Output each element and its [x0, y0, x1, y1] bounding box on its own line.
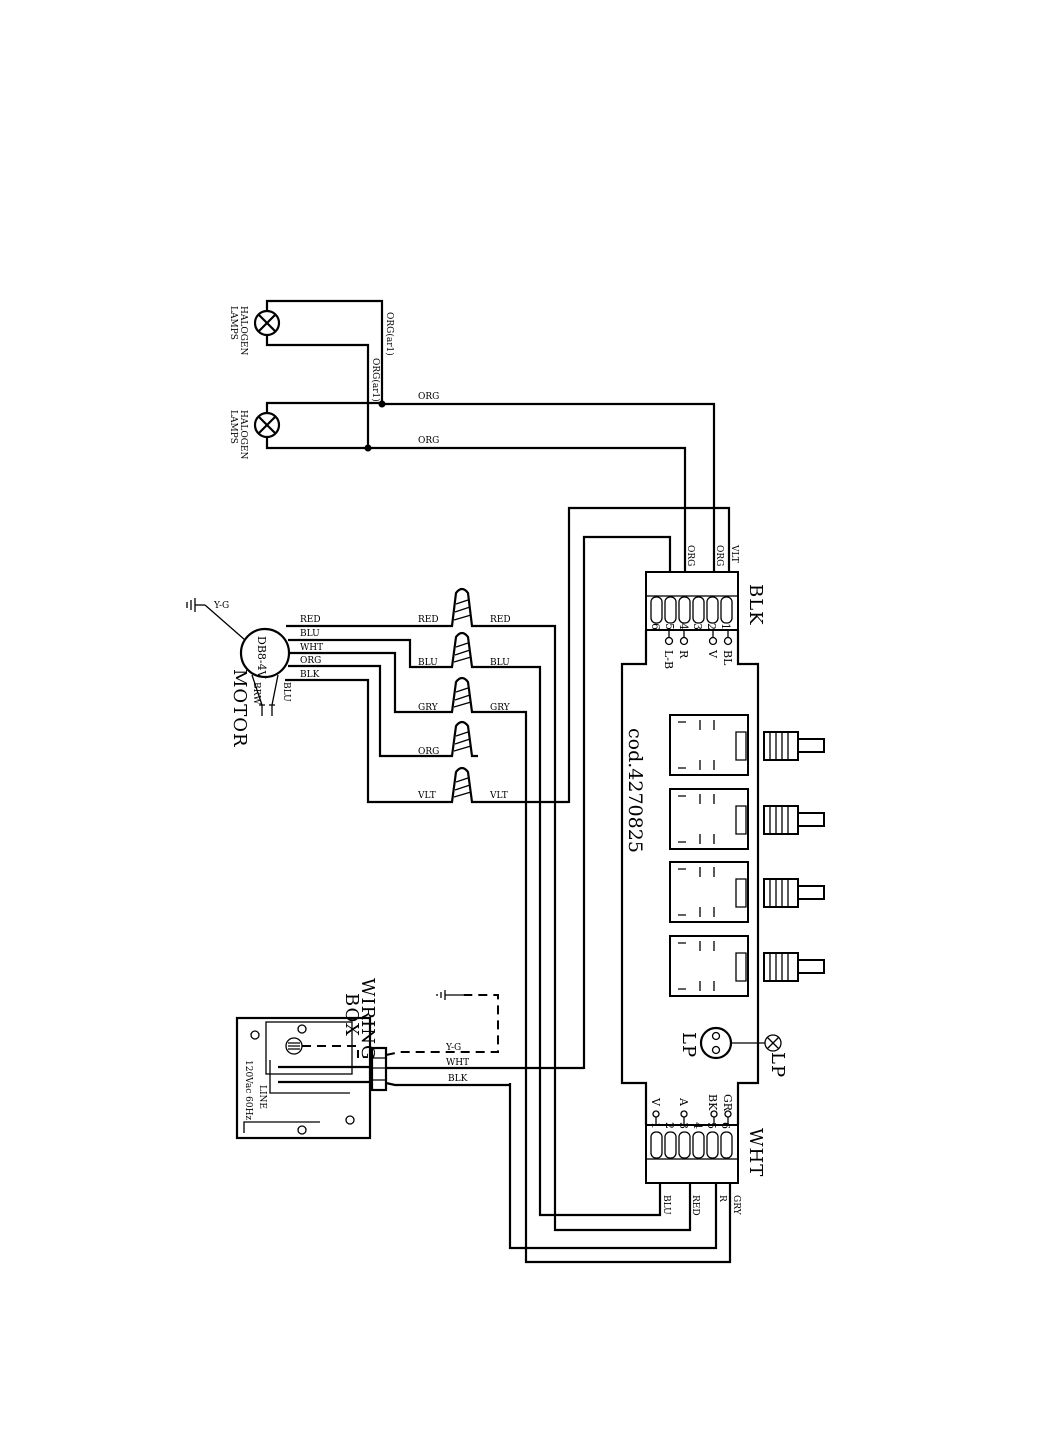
blk-mark-v: V: [706, 649, 719, 659]
connector-blk: [646, 572, 738, 630]
blk-wire-label-vlt: VLT: [729, 544, 739, 563]
lp-label-outer: LP: [767, 1052, 788, 1078]
supply-label-wht: WHT: [446, 1058, 469, 1068]
wire-label-gry-right: GRY: [490, 703, 511, 713]
motor-lead-blk: BLK: [300, 670, 320, 680]
wire-nut-1: [445, 589, 478, 626]
wire-label-blu-left: BLU: [418, 658, 438, 668]
halogen-lamp-label-top: HALOGEN: [238, 306, 248, 355]
halogen-lamp-label-bottom: HALOGEN: [238, 410, 248, 459]
wht-wire-label-blu: BLU: [661, 1195, 671, 1215]
halogen-lamp-label-top-2: LAMPS: [228, 306, 238, 340]
wire-label-capacitor: BRW: [251, 682, 261, 705]
wire-label-gry-left: GRY: [418, 703, 439, 713]
wire-label-org-2: ORG: [418, 436, 439, 446]
wire-label-yg-motor: Y-G: [213, 601, 229, 611]
motor-code: DB8-4V: [255, 636, 268, 680]
motor-lead-org: ORG: [300, 656, 321, 666]
blk-pin-3: 3: [691, 623, 704, 630]
blk-wire-label-org-a: ORG: [685, 545, 695, 566]
wire-nut-3: [445, 678, 478, 712]
blk-mark-bl: BL: [721, 650, 734, 666]
blk-pin-2: 2: [705, 623, 718, 630]
connector-blk-title: BLK: [745, 584, 766, 626]
wire-label-vlt-left: VLT: [417, 791, 436, 801]
wire-label-motor-blu-cap: BLU: [281, 682, 291, 702]
wire-label-vlt-right: VLT: [489, 791, 508, 801]
wht-pin-6: 6: [719, 1122, 732, 1129]
wire-nut-4: [445, 722, 478, 756]
blk-mark-r: R: [677, 650, 690, 659]
wht-wire-label-gry: GRY: [731, 1195, 741, 1216]
switch-2: [670, 789, 824, 849]
wiring-box-rating: 120Vac 60Hz: [243, 1060, 253, 1120]
wht-wire-label-red: RED: [690, 1195, 700, 1216]
wire-nut-2: [445, 633, 478, 667]
blk-pin-4: 4: [677, 623, 690, 630]
wire-label-blu-right: BLU: [490, 658, 510, 668]
wht-pin-5: 5: [705, 1122, 718, 1129]
switch-3: [670, 862, 824, 922]
wiring-box-title-2: BOX: [341, 993, 362, 1037]
wire-label-org-left: ORG: [418, 747, 439, 757]
motor-lead-blu: BLU: [300, 629, 320, 639]
wht-mark-bk: BK: [706, 1094, 719, 1111]
wiring-box-line: LINE: [257, 1085, 267, 1109]
wire-label-org-ar1-b: ORG(ar1): [370, 358, 381, 402]
halogen-lamp-top: [255, 301, 382, 448]
lp-label-inner: LP: [678, 1032, 699, 1058]
wire-nut-5: [445, 768, 478, 802]
blk-wire-label-org-b: ORG: [714, 545, 724, 566]
wht-mark-a: A: [677, 1097, 690, 1107]
blk-pin-6: 6: [649, 623, 662, 630]
connector-wht-title: WHT: [745, 1128, 766, 1177]
wht-pin-2: 2: [663, 1122, 676, 1129]
supply-label-yg: Y-G: [445, 1043, 461, 1053]
wht-mark-v: V: [649, 1097, 662, 1107]
connector-wht: [646, 1125, 738, 1183]
board-code: cod.4270825: [624, 728, 646, 853]
switch-1: [670, 715, 824, 775]
wht-mark-gr: GR: [721, 1094, 734, 1112]
blk-pin-1: 1: [719, 623, 732, 630]
wire-label-org-ar1-a: ORG(ar1): [384, 312, 395, 356]
supply-label-blk: BLK: [448, 1074, 468, 1084]
wire-label-red-right: RED: [490, 615, 511, 625]
wire-label-org-1: ORG: [418, 392, 439, 402]
motor-lead-wht: WHT: [300, 643, 323, 653]
wht-pin-4: 4: [691, 1122, 704, 1129]
wire-label-red-left: RED: [418, 615, 439, 625]
wht-wire-label-r: R: [717, 1195, 727, 1202]
halogen-lamp-bottom: [255, 403, 382, 448]
motor-lead-red: RED: [300, 615, 321, 625]
motor-label: MOTOR: [229, 669, 250, 748]
blk-pin-5: 5: [663, 623, 676, 630]
switch-4: [670, 936, 824, 996]
halogen-lamp-label-bottom-2: LAMPS: [228, 410, 238, 444]
blk-mark-lb: L-B: [662, 650, 675, 669]
